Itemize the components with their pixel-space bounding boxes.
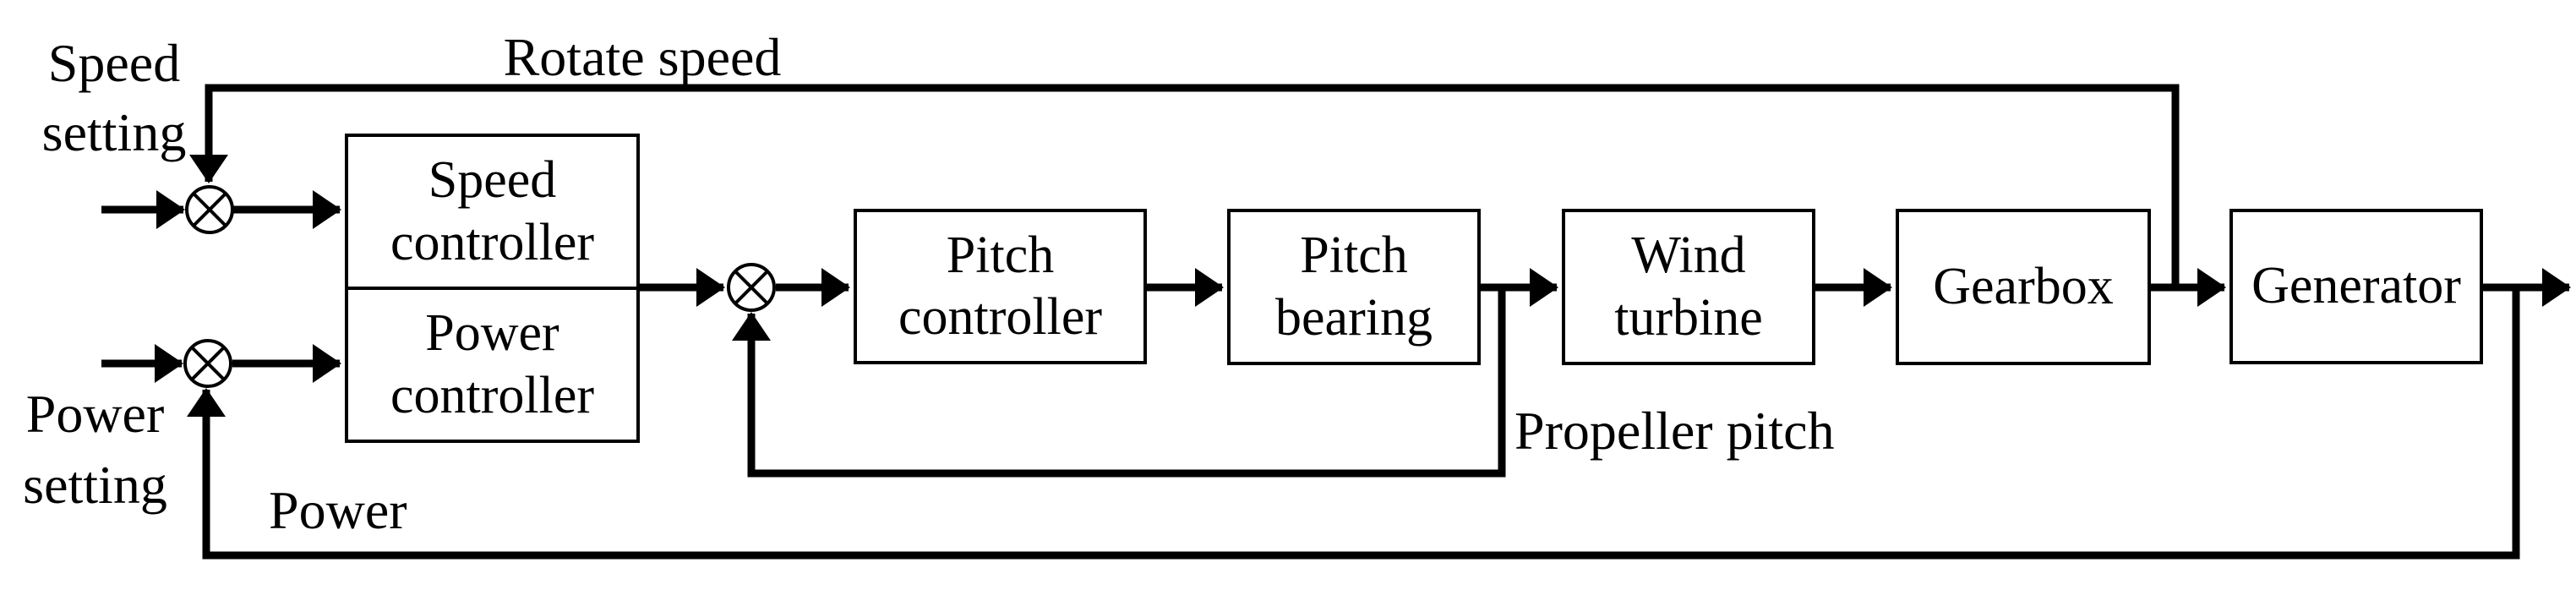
block-pitch-bearing-label: Pitch bearing xyxy=(1275,227,1433,347)
label-speed-setting: Speed setting xyxy=(41,33,187,162)
block-generator: Generator xyxy=(2229,209,2483,364)
label-rotate-speed: Rotate speed xyxy=(503,27,782,87)
label-power-feedback: Power xyxy=(269,480,407,540)
block-speed-controller: Speed controller xyxy=(348,137,636,290)
pitch-sum-junction xyxy=(727,263,776,312)
power-sum-junction xyxy=(183,339,232,388)
block-pitch-bearing: Pitch bearing xyxy=(1227,209,1481,365)
block-power-controller: Power controller xyxy=(348,290,636,440)
block-speed-controller-label: Speed controller xyxy=(390,151,594,271)
block-pitch-controller: Pitch controller xyxy=(854,209,1147,364)
speed-sum-junction xyxy=(185,185,234,234)
block-power-controller-label: Power controller xyxy=(390,304,594,424)
block-gearbox: Gearbox xyxy=(1896,209,2151,365)
power-feedback-line xyxy=(187,286,2520,560)
label-propeller-pitch: Propeller pitch xyxy=(1514,401,1835,461)
block-speed-power-controllers: Speed controller Power controller xyxy=(345,134,640,443)
block-generator-label: Generator xyxy=(2251,257,2461,315)
label-power-setting: Power setting xyxy=(23,384,167,515)
block-pitch-controller-label: Pitch controller xyxy=(898,226,1102,346)
block-wind-turbine-label: Wind turbine xyxy=(1614,227,1763,347)
block-gearbox-label: Gearbox xyxy=(1933,257,2114,315)
block-wind-turbine: Wind turbine xyxy=(1562,209,1815,365)
rotate-speed-feedback-line xyxy=(189,84,2180,286)
propeller-pitch-feedback-line xyxy=(732,286,1506,478)
